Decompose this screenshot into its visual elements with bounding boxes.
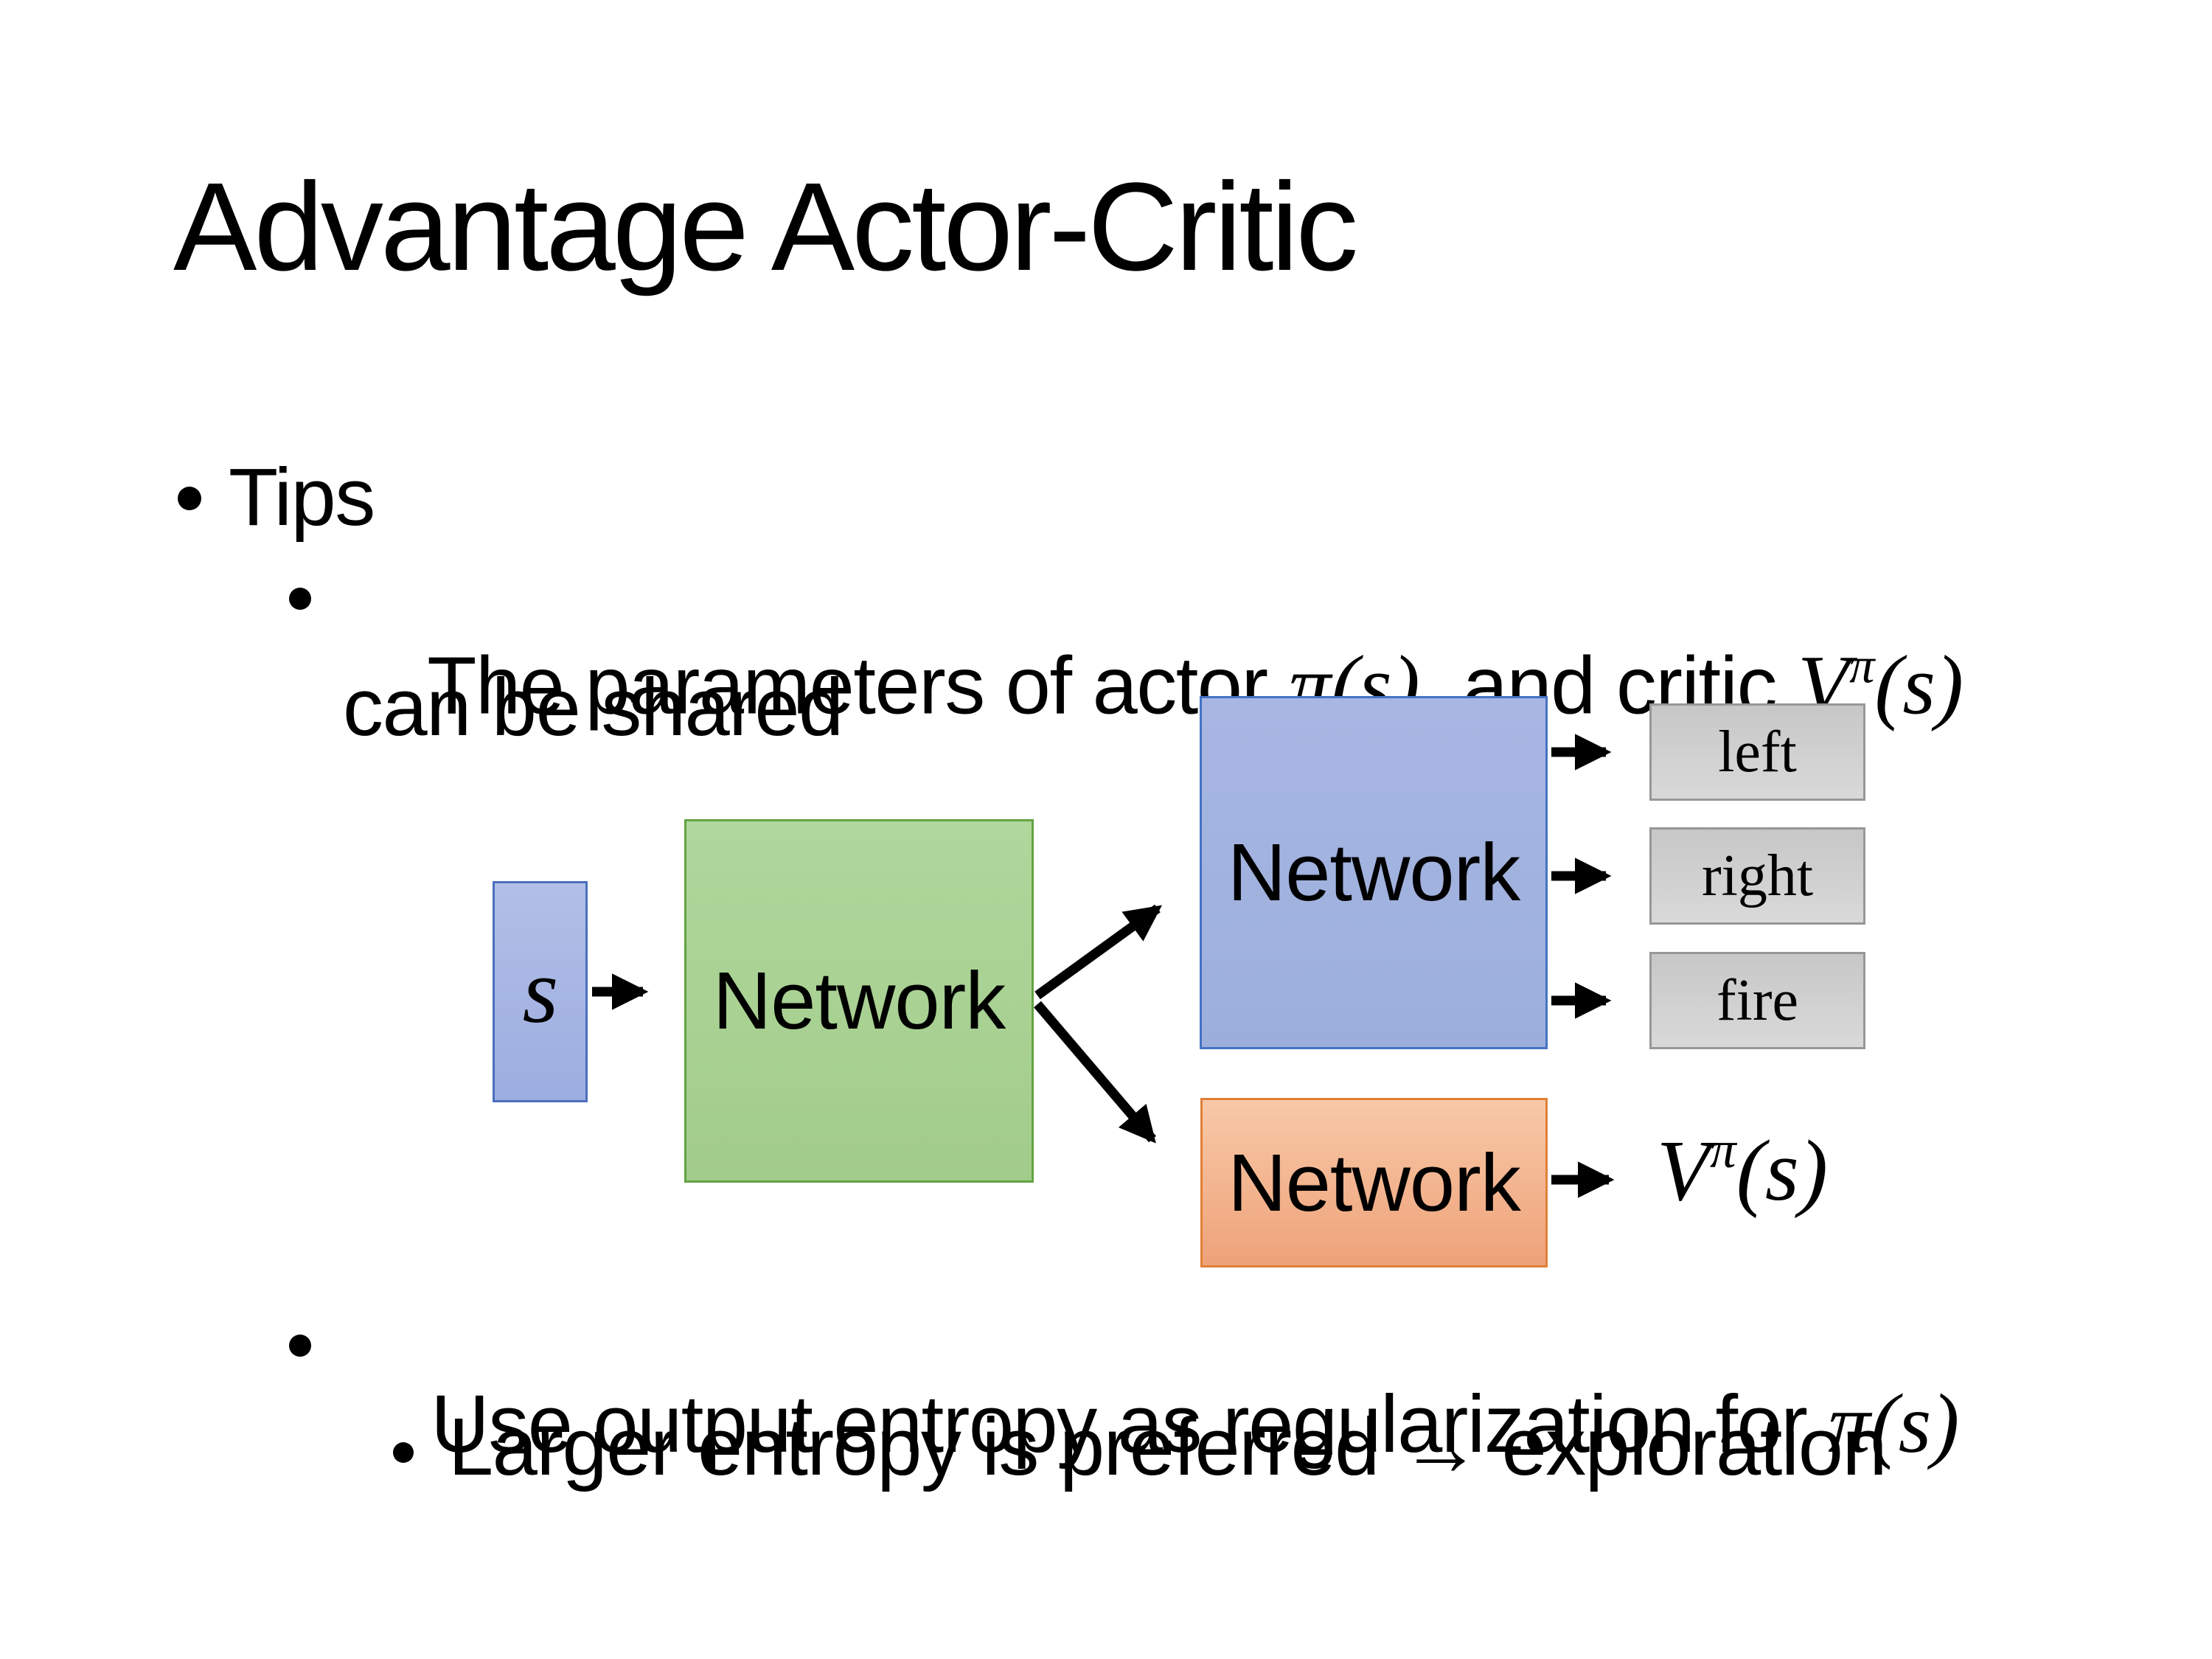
bullet-dot bbox=[178, 487, 201, 510]
critic-network-label: Network bbox=[1228, 1137, 1520, 1228]
bullet-dot bbox=[289, 1335, 311, 1357]
bullet-dot bbox=[289, 588, 311, 610]
parameters-text-2: and critic bbox=[1419, 640, 1798, 731]
action-box-left: left bbox=[1649, 703, 1865, 801]
bullet-entropy: Use output entropy as regularization for… bbox=[345, 1301, 1959, 1547]
shared-network-box: Network bbox=[684, 819, 1034, 1183]
critic-output-sup: π bbox=[1710, 1121, 1736, 1179]
bullet-tips: Tips bbox=[229, 452, 375, 543]
state-input-box: s bbox=[493, 881, 588, 1102]
slide-title: Advantage Actor-Critic bbox=[173, 157, 1358, 297]
state-label: s bbox=[522, 940, 559, 1043]
actor-network-label: Network bbox=[1227, 827, 1520, 918]
math-v-args: (s) bbox=[1874, 638, 1964, 732]
critic-network-box: Network bbox=[1200, 1098, 1548, 1267]
parameters-text-1: The parameters of actor bbox=[427, 640, 1289, 731]
actor-network-box: Network bbox=[1200, 696, 1548, 1049]
arrow-shared-to-critic bbox=[1034, 1001, 1156, 1144]
action-left-label: left bbox=[1718, 719, 1797, 785]
bullet-parameters-line2: can be shared bbox=[343, 662, 844, 753]
action-box-fire: fire bbox=[1649, 952, 1865, 1049]
bullet-dot bbox=[393, 1442, 414, 1463]
math-pi-s-2: π(s) bbox=[1828, 1377, 1960, 1470]
bullet-exploration: Larger entropy is preferred → exploratio… bbox=[448, 1402, 1888, 1492]
critic-output-base: V bbox=[1657, 1121, 1711, 1219]
action-box-right: right bbox=[1649, 827, 1865, 925]
critic-output-args: (s) bbox=[1736, 1121, 1829, 1219]
arrow-shared-to-actor bbox=[1034, 904, 1163, 1000]
critic-output-label: Vπ(s) bbox=[1657, 1124, 1828, 1214]
shared-network-label: Network bbox=[712, 956, 1006, 1046]
action-right-label: right bbox=[1701, 843, 1814, 908]
math-v-sup-pi: π bbox=[1848, 637, 1875, 693]
entropy-text: Use output entropy as regularization for bbox=[431, 1379, 1829, 1470]
action-fire-label: fire bbox=[1716, 967, 1798, 1033]
